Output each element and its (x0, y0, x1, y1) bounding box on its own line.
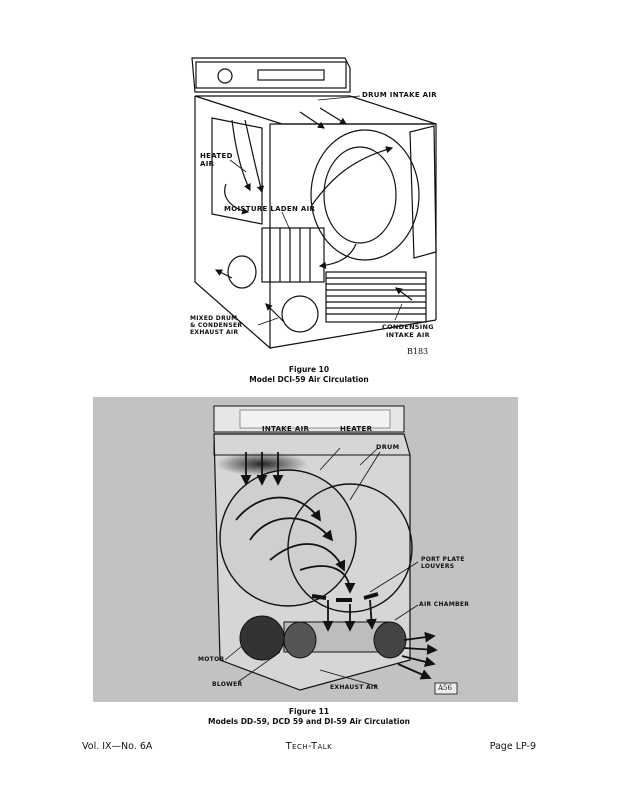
label-mixed-exhaust-air: MIXED DRUM & CONDENSER EXHAUST AIR (190, 315, 243, 336)
figure-10-caption: Model DCI-59 Air Circulation (249, 375, 369, 384)
figure-10-code: B183 (407, 347, 429, 356)
label-air-chamber: AIR CHAMBER (419, 601, 470, 608)
footer-page-number: Page LP-9 (489, 741, 536, 752)
figure-10-illustration (191, 57, 437, 350)
figure-11-illustration (213, 405, 458, 695)
figure-11-caption: Models DD-59, DCD 59 and DI-59 Air Circu… (207, 717, 410, 726)
footer-publication: Tech-Talk (285, 741, 333, 752)
figure-11-title: Figure 11 (288, 707, 330, 716)
label-motor: MOTOR (198, 656, 225, 663)
label-heater: HEATER (340, 425, 373, 433)
label-drum-intake-air: DRUM INTAKE AIR (362, 91, 437, 99)
label-condensing-intake-air: CONDENSING INTAKE AIR (382, 323, 434, 339)
label-blower: BLOWER (212, 681, 243, 688)
label-heated-air: HEATED AIR (200, 152, 233, 168)
footer-volume: Vol. IX—No. 6A (82, 741, 153, 752)
label-intake-air: INTAKE AIR (262, 425, 310, 433)
figure-10-title: Figure 10 (288, 365, 330, 374)
label-exhaust-air: EXHAUST AIR (330, 684, 379, 691)
label-drum: DRUM (376, 443, 400, 451)
label-port-plate-louvers: PORT PLATE LOUVERS (421, 556, 465, 570)
label-moisture-laden-air: MOISTURE LADEN AIR (224, 205, 316, 213)
figure-11-code: A56 (438, 684, 452, 692)
